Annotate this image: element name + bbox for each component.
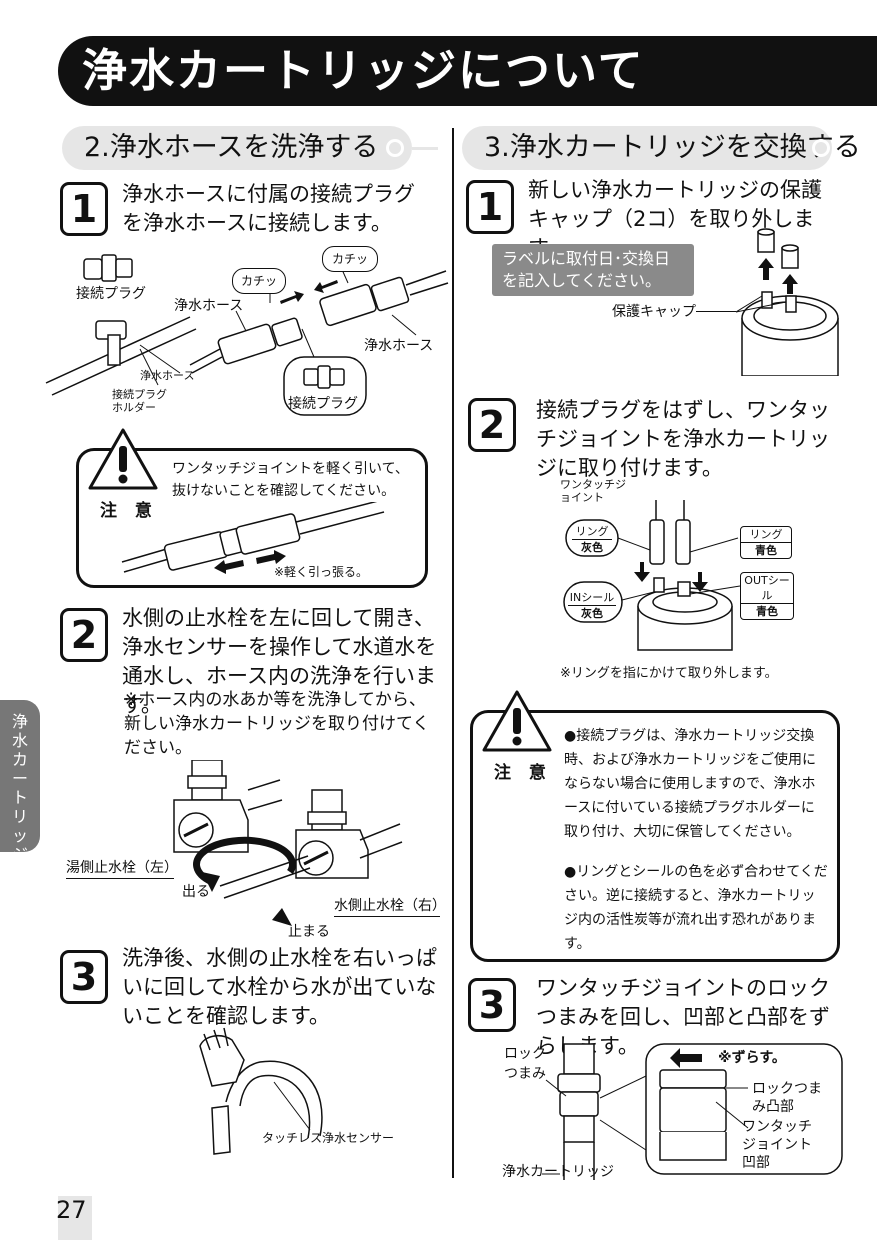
label-lock-knob: ロックつまみ <box>504 1046 546 1082</box>
caution-label-2: 注 意 <box>494 763 552 783</box>
hose-plug-illustration <box>45 254 449 416</box>
rotation-arrow-icon <box>193 836 296 886</box>
click-bubble-2: カチッ <box>322 246 378 272</box>
step-number-2: 2 <box>468 398 516 452</box>
step-1-text: 浄水ホースに付属の接続プラグを浄水ホースに接続します。 <box>122 182 415 235</box>
touchless-sensor-illustration <box>199 1027 323 1155</box>
arrow-left-icon <box>670 1048 702 1068</box>
tag-in-seal: INシール 灰色 <box>568 590 616 621</box>
label-cold-valve: 水側止水栓（右） <box>334 898 446 914</box>
label-cartridge: 浄水カートリッジ <box>502 1164 614 1180</box>
label-plug: 接続プラグ <box>76 286 146 302</box>
stop-valve-illustration <box>173 760 403 926</box>
side-tab-label: 浄水カートリッジ <box>11 712 28 864</box>
tag-out-seal-2: 青色 <box>741 603 793 619</box>
label-cold-underline <box>334 916 440 917</box>
label-lock-convex: ロックつまみ凸部 <box>752 1081 822 1115</box>
step-2-ring-note: ※リングを指にかけて取り外します。 <box>560 666 778 681</box>
label-plug-callout: 接続プラグ <box>288 396 358 412</box>
label-date-note: ラベルに取付日･交換日を記入してください。 <box>492 244 694 296</box>
step-number-2: 2 <box>60 608 108 662</box>
joint-attach-illustration <box>563 500 741 651</box>
tag-in-seal-2: 灰色 <box>568 605 616 621</box>
caution-box-2 <box>470 710 840 962</box>
label-shift: ※ずらす。 <box>718 1050 786 1066</box>
tag-ring-gray-2: 灰色 <box>572 539 612 555</box>
plug-icon <box>83 254 133 282</box>
caution-text-1: ワンタッチジョイントを軽く引いて、抜けないことを確認してください。 <box>172 461 409 499</box>
section-header-dot <box>812 139 830 157</box>
column-divider <box>452 128 454 1178</box>
warning-icon <box>88 428 158 490</box>
step-2-text: 水側の止水栓を左に回して開き、浄水センサーを操作して水道水を通水し、ホース内の洗… <box>122 606 437 717</box>
step-3-text: 洗浄後、水側の止水栓を右いっぱいに回して水栓から水が出ていないことを確認します。 <box>122 946 437 1028</box>
label-open: 出る <box>182 884 210 900</box>
arrow-left-icon <box>314 280 338 293</box>
arrow-down-icon <box>692 572 708 592</box>
label-joint-concave: ワンタッチジョイント凹部 <box>742 1119 812 1171</box>
tag-ring-blue-2: 青色 <box>741 542 791 558</box>
section-header-dot <box>386 139 404 157</box>
plug-holder-icon <box>45 316 197 396</box>
tag-ring-gray: リング 灰色 <box>572 524 612 555</box>
step-number-1: 1 <box>60 182 108 236</box>
caution-bullet-2: ●リングとシールの色を必ず合わせてください。逆に接続すると、浄水カートリッジ内の… <box>564 864 828 952</box>
lock-knob-illustration <box>542 1043 843 1180</box>
tag-out-seal-1: OUTシール <box>744 574 790 602</box>
label-holder: 接続プラグホルダー <box>112 388 167 414</box>
label-hose-2: 浄水ホース <box>364 338 434 354</box>
cartridge-cap-illustration <box>736 228 839 376</box>
tag-in-seal-1: INシール <box>569 591 615 604</box>
tag-ring-gray-1: リング <box>575 525 609 538</box>
arrow-down-icon <box>634 562 650 582</box>
section-header-cartridge-replace: 3.浄水カートリッジを交換する <box>462 126 861 170</box>
step-number-3: 3 <box>60 950 108 1004</box>
tag-out-seal: OUTシール 青色 <box>740 572 794 620</box>
section-header-dash <box>412 147 438 150</box>
arrow-right-icon <box>280 291 304 304</box>
plug-callout-icon <box>303 365 345 389</box>
step-number-3: 3 <box>468 978 516 1032</box>
side-tab <box>0 700 40 852</box>
page-title: 浄水カートリッジについて <box>82 44 645 97</box>
arrow-up-icon <box>782 274 798 294</box>
caution-pull-note: ※軽く引っ張る。 <box>274 565 369 579</box>
arrow-left-icon <box>214 560 244 574</box>
title-bar <box>58 36 877 106</box>
label-hose-3: 浄水ホース <box>140 369 195 382</box>
tag-ring-blue-1: リング <box>749 528 783 541</box>
joint-pull-illustration <box>121 502 385 574</box>
click-bubble-1: カチッ <box>232 268 286 294</box>
caution-bullet-1: ●接続プラグは、浄水カートリッジ交換時、および浄水カートリッジをご使用にならない… <box>564 728 816 840</box>
label-hot-underline <box>66 878 174 879</box>
label-one-touch-joint: ワンタッチジョイント <box>560 478 626 504</box>
step-2-text: 接続プラグをはずし、ワンタッチジョイントを浄水カートリッジに取り付けます。 <box>536 398 830 480</box>
step-2-note: ※ホース内の水あか等を洗浄してから、新しい浄水カートリッジを取り付けてください。 <box>124 690 430 758</box>
page-number: 27 <box>56 1196 87 1224</box>
arrow-right-icon <box>256 550 286 564</box>
step-number-1: 1 <box>466 180 514 234</box>
cap-leader <box>696 311 736 312</box>
step-1-text: 新しい浄水カートリッジの保護キャップ（2コ）を取り外します。 <box>528 178 822 260</box>
label-hot-valve: 湯側止水栓（左） <box>66 860 178 876</box>
arrow-up-icon <box>758 258 774 280</box>
label-protective-cap: 保護キャップ <box>612 304 696 320</box>
page-number-box <box>58 1196 92 1240</box>
warning-icon <box>482 690 552 752</box>
label-hose-1: 浄水ホース <box>174 298 244 314</box>
label-close: 止まる <box>288 924 330 940</box>
section-header-hose-cleaning: 2.浄水ホースを洗浄する <box>62 126 412 170</box>
label-touchless-sensor: タッチレス浄水センサー <box>262 1131 395 1145</box>
caution-label-1: 注 意 <box>100 501 158 521</box>
hose-connection-icon <box>189 270 449 374</box>
tag-ring-blue: リング 青色 <box>740 526 792 559</box>
